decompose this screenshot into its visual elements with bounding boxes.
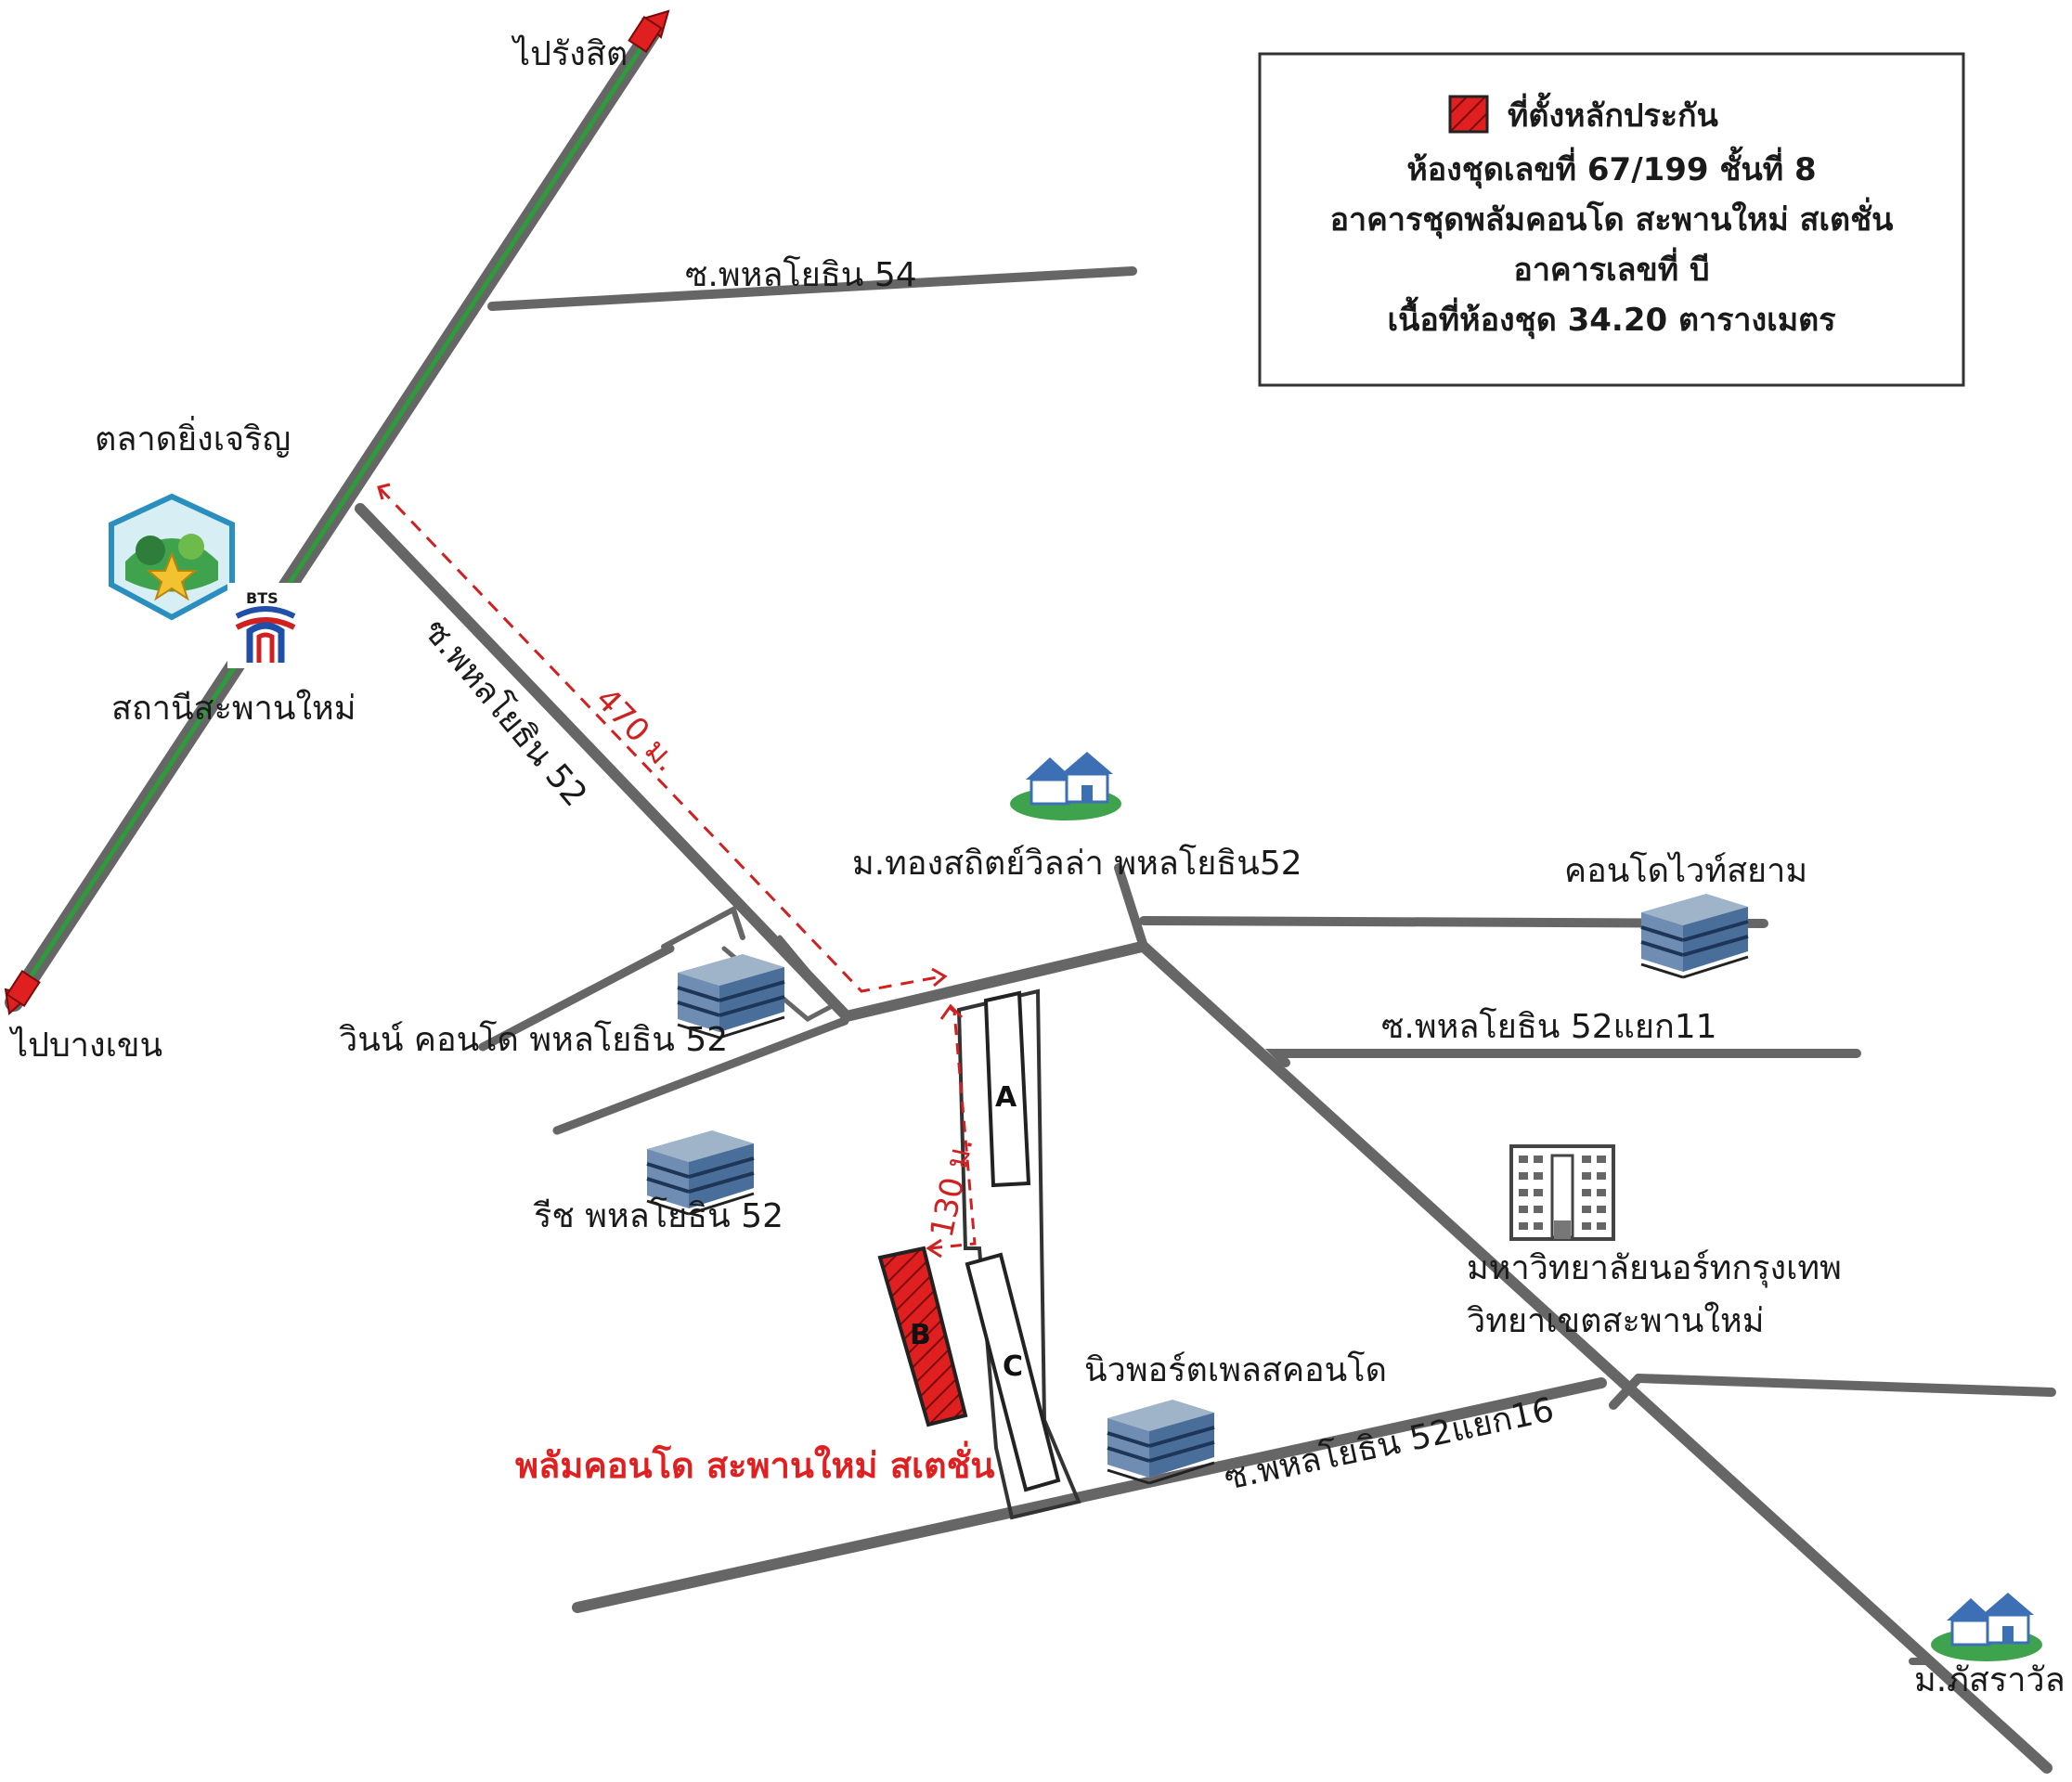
- legend-box: ที่ตั้งหลักประกัน ห้องชุดเลขที่ 67/199 ช…: [1258, 52, 1965, 387]
- roads: [355, 266, 2056, 1774]
- svg-text:A: A: [995, 1081, 1017, 1114]
- passarawan-label: ม.ภัสราวัล: [1914, 1661, 2066, 1699]
- svg-text:B: B: [910, 1319, 931, 1351]
- road-east-link: [1609, 1374, 1643, 1410]
- newport-label: นิวพอร์ตเพลสคอนโด: [1084, 1350, 1387, 1389]
- soi54-label: ซ.พหลโยธิน 54: [685, 255, 917, 294]
- plum-condo-label: พลัมคอนโด สะพานใหม่ สเตชั่น: [515, 1440, 994, 1486]
- legend-line-2: อาคารชุดพลัมคอนโด สะพานใหม่ สเตชั่น: [1330, 197, 1894, 239]
- project-outline: [956, 988, 1081, 1520]
- building-c: C: [965, 1252, 1061, 1492]
- legend-line-3: อาคารเลขที่ บี: [1513, 247, 1709, 289]
- route-470: [379, 487, 943, 993]
- main-road: [5, 19, 664, 1012]
- road-soi52: [355, 503, 1147, 1023]
- university-building-icon: [1509, 1144, 1615, 1241]
- svg-text:C: C: [1003, 1350, 1023, 1383]
- road-main-diagonal: [1138, 941, 2053, 1774]
- road-village-spur: [1114, 863, 1148, 951]
- market-logo-icon: [109, 493, 235, 621]
- village-house-icon: [1008, 750, 1123, 822]
- building-a: A: [983, 990, 1031, 1188]
- route-130: [929, 1005, 977, 1250]
- legend-hatch-swatch: [1448, 95, 1489, 134]
- market-label: ตลาดยิ่งเจริญ: [95, 416, 291, 458]
- village-label: ม.ทองสถิตย์วิลล่า พหลโยธิน52: [852, 844, 1302, 883]
- svg-text:BTS: BTS: [246, 589, 278, 607]
- route-470-arrowheads: [377, 483, 948, 988]
- university-label-1: มหาวิทยาลัยนอร์ทกรุงเทพ: [1467, 1249, 1842, 1288]
- road-win-condo: [478, 944, 675, 1052]
- building-b-collateral: B: [877, 1246, 968, 1427]
- route-130-arrowheads: [926, 1003, 964, 1259]
- station-label: สถานีสะพานใหม่: [111, 689, 356, 728]
- south-direction-label: ไปบางเขน: [8, 1026, 162, 1065]
- road-soi54: [487, 266, 1137, 311]
- legend-line-1: ห้องชุดเลขที่ 67/199 ชั้นที่ 8: [1406, 146, 1816, 189]
- win-condo-label: วินน์ คอนโด พหลโยธิน 52: [339, 1020, 728, 1059]
- university-label-2: วิทยาเขตสะพานใหม่: [1467, 1301, 1764, 1340]
- white-siam-building-icon: [1639, 892, 1750, 979]
- win-condo-driveway: [661, 905, 745, 949]
- soi52-16-label: ซ.พหลโยธิน 52แยก16: [1221, 1390, 1557, 1498]
- road-east-spur: [1634, 1374, 2056, 1397]
- soi52-11-label: ซ.พหลโยธิน 52แยก11: [1381, 1007, 1717, 1046]
- white-siam-label: คอนโดไวท์สยาม: [1564, 851, 1807, 890]
- soi52-label: ซ.พหลโยธิน 52: [416, 612, 595, 814]
- north-arrow-icon: [628, 9, 670, 53]
- north-direction-label: ไปรังสิต: [511, 34, 628, 73]
- bts-logo-icon: BTS: [227, 583, 304, 668]
- road-soi52-11: [1264, 1049, 1861, 1067]
- south-arrow-icon: [4, 970, 41, 1015]
- reach-label: รีช พหลโยธิน 52: [533, 1196, 783, 1235]
- road-reach: [552, 1016, 849, 1135]
- legend-key-label: ที่ตั้งหลักประกัน: [1508, 92, 1718, 135]
- road-soi52-16: [572, 1377, 1607, 1613]
- legend-line-4: เนื้อที่ห้องชุด 34.20 ตารางเมตร: [1387, 296, 1836, 340]
- passarawan-house-icon: [1929, 1591, 2044, 1663]
